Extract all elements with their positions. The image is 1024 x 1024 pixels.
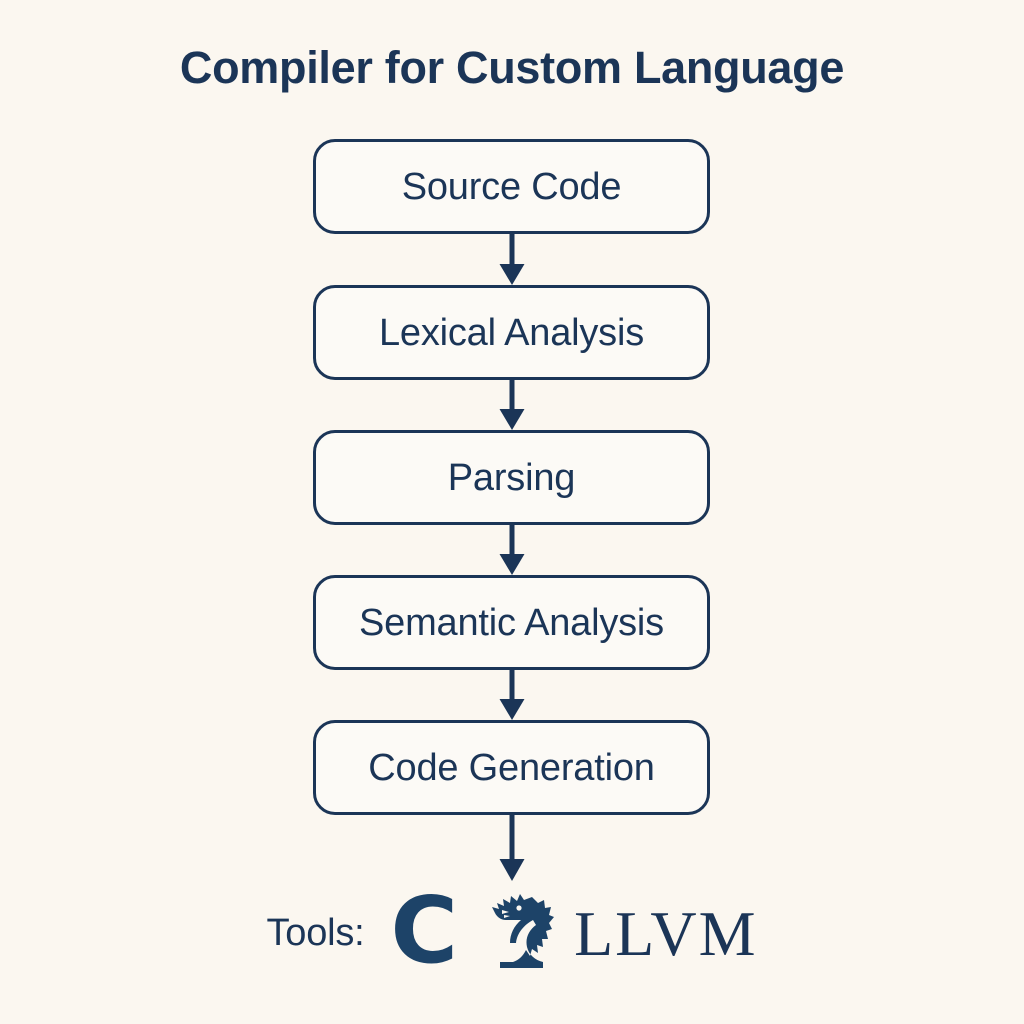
arrow-source-code-to-lexical-analysis xyxy=(497,234,527,286)
flow-step-parsing[interactable]: Parsing xyxy=(313,430,710,525)
arrow-semantic-analysis-to-code-generation xyxy=(497,670,527,721)
tools-row: Tools: C LLVM xyxy=(0,876,1024,984)
arrow-code-generation-to-tools xyxy=(497,815,527,882)
flow-step-semantic-analysis[interactable]: Semantic Analysis xyxy=(313,575,710,670)
flow-step-lexical-analysis[interactable]: Lexical Analysis xyxy=(313,285,710,380)
tools-label: Tools: xyxy=(266,912,365,954)
flow-step-source-code[interactable]: Source Code xyxy=(313,139,710,234)
flow-step-code-generation[interactable]: Code Generation xyxy=(313,720,710,815)
flow-step-label: Source Code xyxy=(401,165,622,208)
flow-step-label: Code Generation xyxy=(368,746,655,789)
arrow-lexical-analysis-to-parsing xyxy=(497,380,527,431)
arrow-parsing-to-semantic-analysis xyxy=(497,525,527,576)
c-logo: C xyxy=(390,876,459,984)
llvm-dragon-icon xyxy=(486,894,560,970)
llvm-wordmark: LLVM xyxy=(574,898,758,969)
flow-step-label: Semantic Analysis xyxy=(359,601,664,644)
flow-step-label: Lexical Analysis xyxy=(378,311,645,354)
flow-step-label: Parsing xyxy=(447,456,576,499)
page-title: Compiler for Custom Language xyxy=(179,42,845,93)
